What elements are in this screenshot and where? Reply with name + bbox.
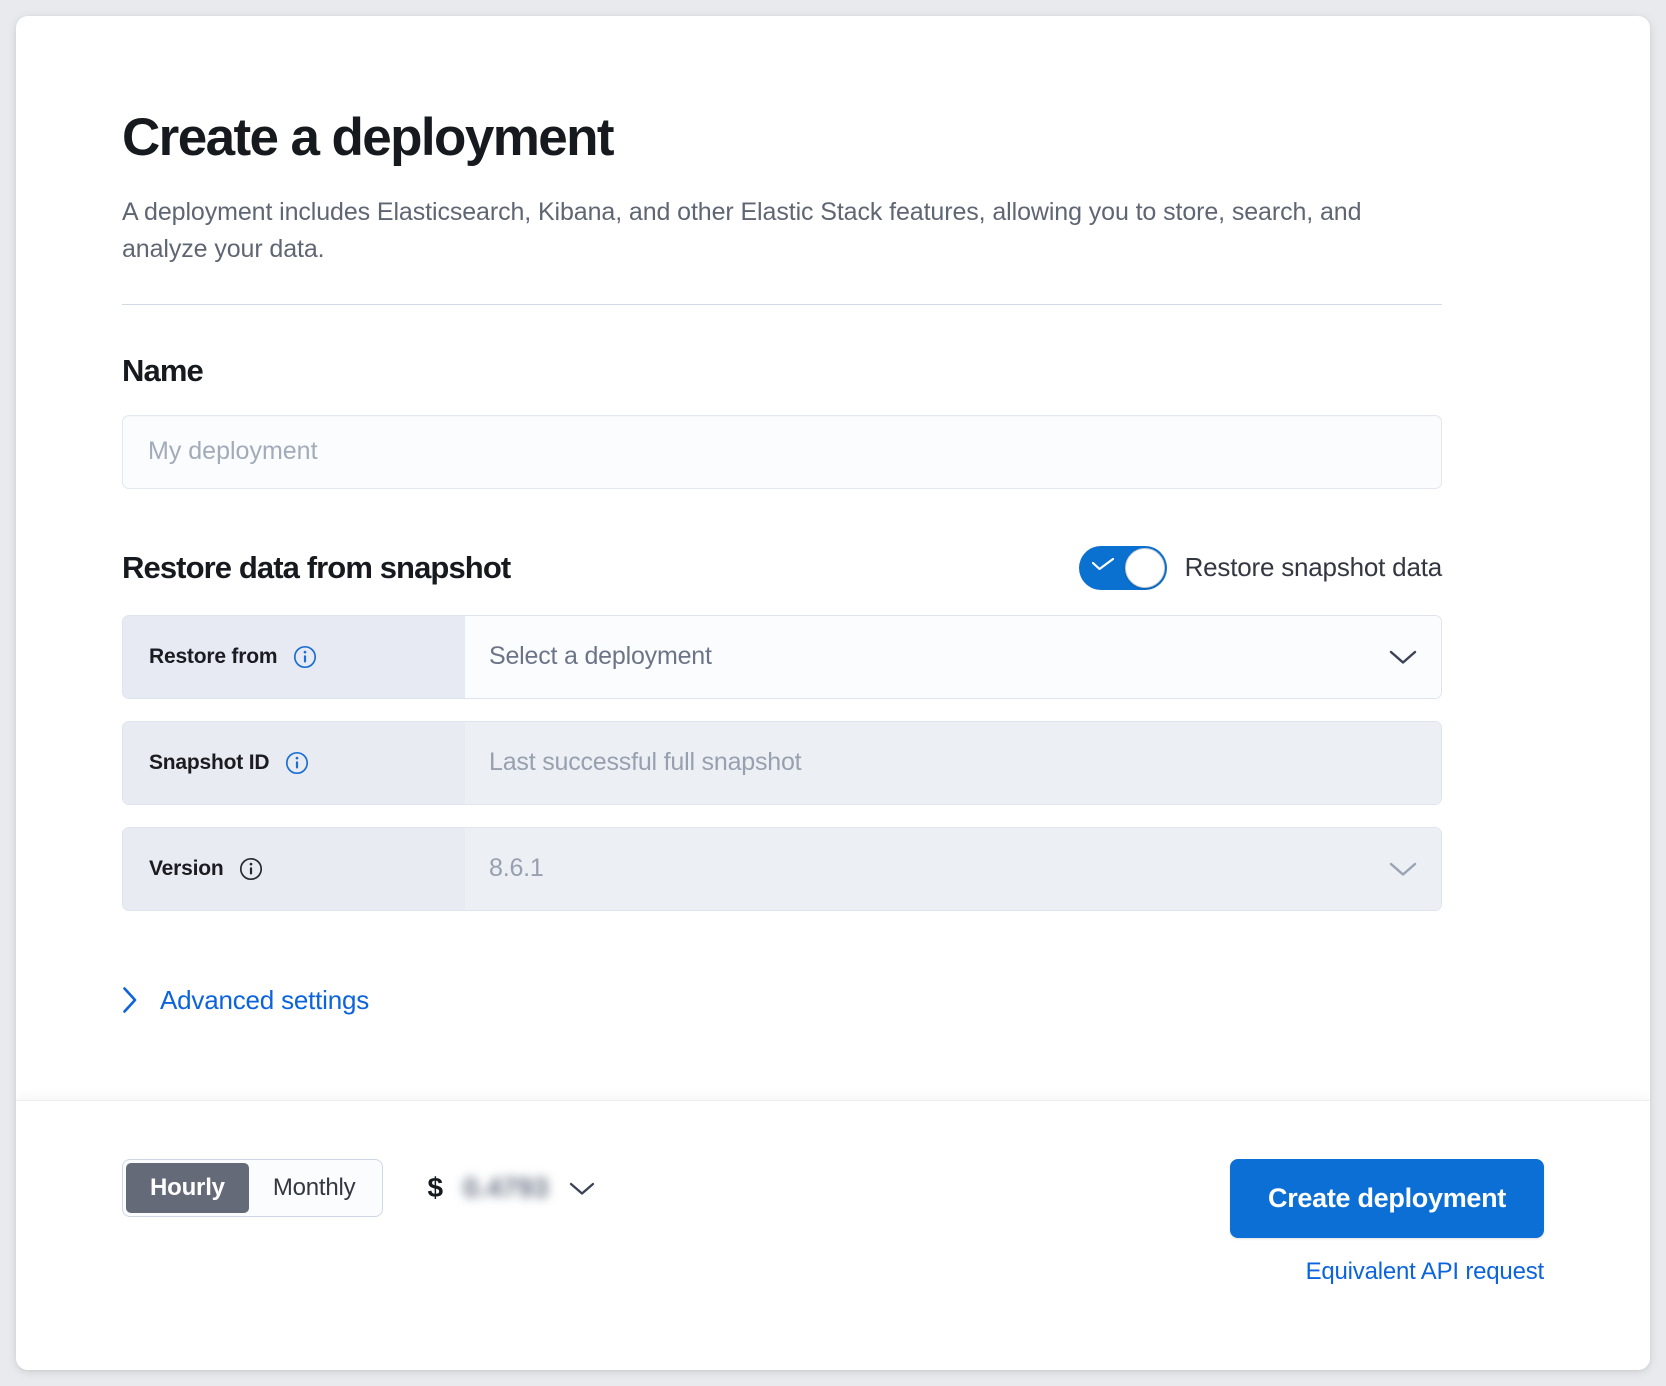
price-currency: $ [427, 1172, 444, 1203]
restore-heading: Restore data from snapshot [122, 549, 511, 585]
snapshot-id-value: Last successful full snapshot [489, 748, 802, 777]
info-icon[interactable] [285, 751, 309, 775]
price-display[interactable]: $ 0.4793 [427, 1172, 594, 1204]
restore-from-row: Restore from Select a deployment [122, 614, 1442, 699]
deployment-name-input[interactable]: My deployment [122, 414, 1442, 489]
header-divider [122, 303, 1442, 305]
content-wrapper: Create a deployment A deployment include… [122, 110, 1442, 1019]
version-select: 8.6.1 [465, 827, 1441, 910]
footer-left: Hourly Monthly $ 0.4793 [122, 1159, 595, 1217]
restore-form-rows: Restore from Select a deployment [122, 614, 1442, 911]
chevron-right-icon [123, 987, 137, 1013]
name-heading: Name [122, 352, 204, 388]
version-label-cell: Version [123, 827, 465, 910]
chevron-down-icon[interactable] [569, 1181, 595, 1196]
version-value: 8.6.1 [489, 854, 544, 883]
billing-option-hourly[interactable]: Hourly [126, 1163, 249, 1213]
snapshot-id-input: Last successful full snapshot [465, 721, 1441, 804]
chevron-down-icon [1389, 862, 1417, 876]
page-description: A deployment includes Elasticsearch, Kib… [122, 197, 1362, 263]
create-deployment-card: Create a deployment A deployment include… [16, 16, 1650, 1370]
check-icon [1091, 557, 1114, 570]
restore-from-label-cell: Restore from [123, 615, 465, 698]
deployment-name-placeholder: My deployment [148, 437, 318, 466]
billing-period-toggle[interactable]: Hourly Monthly [122, 1159, 384, 1217]
restore-toggle-wrap[interactable]: Restore snapshot data [1078, 545, 1443, 590]
billing-option-monthly[interactable]: Monthly [249, 1163, 380, 1213]
advanced-settings-label: Advanced settings [160, 984, 370, 1015]
version-row: Version 8.6.1 [122, 826, 1442, 911]
advanced-settings-link[interactable]: Advanced settings [122, 985, 369, 1016]
card-body: Create a deployment A deployment include… [16, 16, 1650, 1100]
toggle-knob [1124, 547, 1165, 588]
info-icon[interactable] [239, 857, 263, 881]
page-title: Create a deployment [122, 108, 615, 167]
footer-bar: Hourly Monthly $ 0.4793 Create deploymen… [16, 1100, 1650, 1370]
restore-from-label: Restore from [149, 644, 278, 668]
snapshot-id-row: Snapshot ID Last successful full snapsho… [122, 720, 1442, 805]
footer-right: Create deployment Equivalent API request [1230, 1159, 1544, 1286]
footer-inner: Hourly Monthly $ 0.4793 Create deploymen… [16, 1101, 1650, 1370]
restore-section-header: Restore data from snapshot Restore snaps… [122, 545, 1442, 591]
restore-snapshot-toggle[interactable] [1078, 545, 1167, 590]
snapshot-id-label: Snapshot ID [149, 750, 270, 774]
restore-from-value: Select a deployment [489, 642, 712, 671]
name-section: Name My deployment [122, 353, 1442, 489]
chevron-down-icon[interactable] [1389, 649, 1417, 665]
price-amount: 0.4793 [463, 1172, 549, 1203]
version-label: Version [149, 856, 224, 880]
restore-from-select[interactable]: Select a deployment [465, 615, 1441, 698]
snapshot-id-label-cell: Snapshot ID [123, 721, 465, 804]
create-deployment-button[interactable]: Create deployment [1230, 1159, 1544, 1238]
restore-toggle-label: Restore snapshot data [1184, 552, 1443, 583]
info-icon[interactable] [293, 645, 317, 669]
equivalent-api-request-link[interactable]: Equivalent API request [1305, 1258, 1545, 1285]
